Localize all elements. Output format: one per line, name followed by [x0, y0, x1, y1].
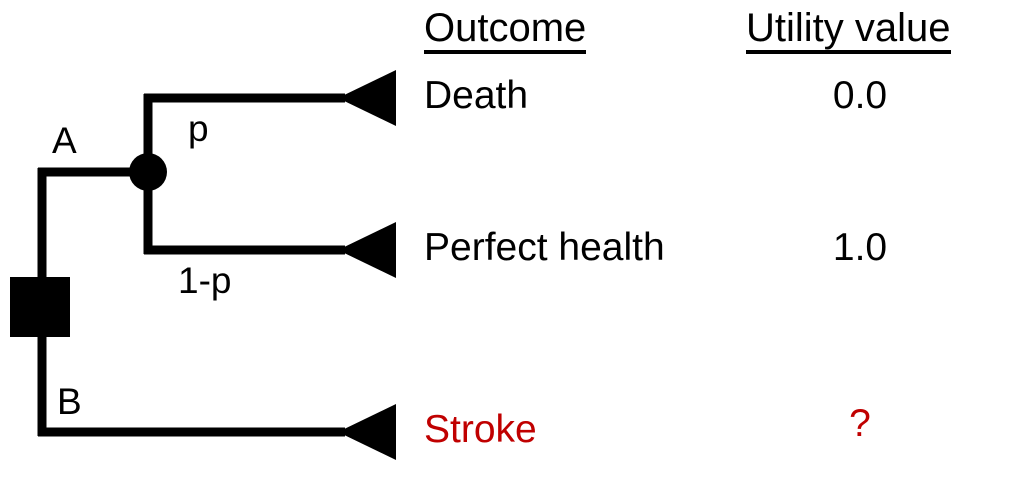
outcome-label-death: Death — [424, 74, 529, 117]
branch-label-1-minus-p: 1-p — [178, 260, 232, 301]
branch-label-a: A — [52, 120, 77, 161]
column-header-outcome: Outcome — [424, 8, 587, 54]
column-header-utility: Utility value — [746, 8, 951, 54]
outcome-label-stroke: Stroke — [424, 408, 537, 451]
branch-label-p: p — [188, 108, 209, 149]
chance-circle-node — [129, 153, 167, 191]
utility-value-stroke: ? — [849, 402, 871, 445]
decision-square-node — [10, 277, 70, 337]
terminal-arrow-perfect-health — [338, 222, 396, 278]
branch-label-b: B — [57, 381, 82, 422]
outcome-label-perfect-health: Perfect health — [424, 226, 665, 269]
terminal-arrow-stroke — [338, 404, 396, 460]
utility-value-death: 0.0 — [832, 74, 888, 117]
utility-value-perfect-health: 1.0 — [832, 226, 888, 269]
terminal-arrow-death — [338, 70, 396, 126]
